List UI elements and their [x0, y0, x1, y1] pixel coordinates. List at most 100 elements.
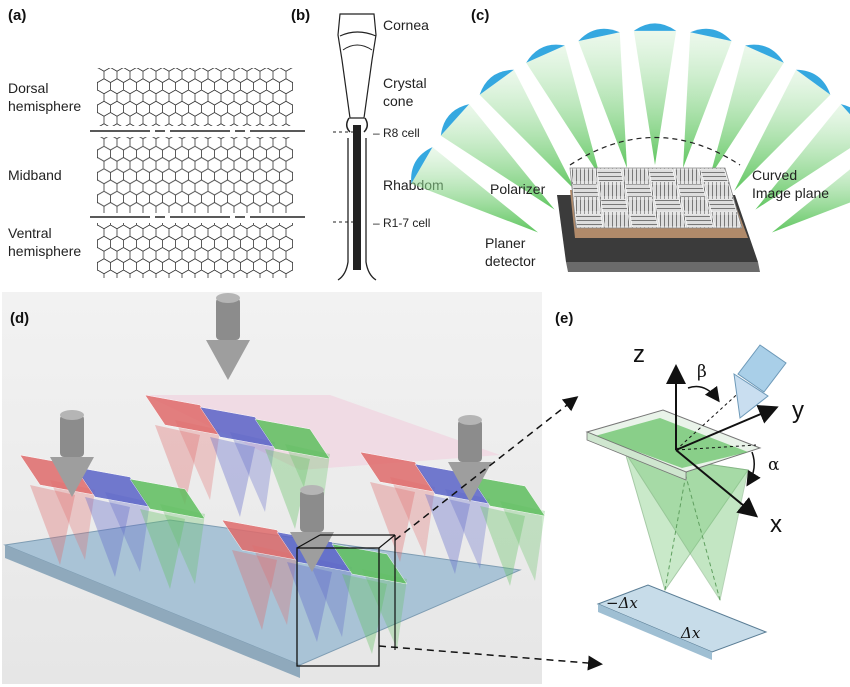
- alpha-arc: [746, 451, 761, 487]
- detector-edge: [566, 262, 760, 272]
- cornea-curve: [339, 31, 377, 37]
- beta-label: β: [697, 362, 707, 382]
- light-cone: [287, 562, 332, 642]
- pixel-square: [469, 475, 546, 517]
- light-cone: [734, 69, 831, 191]
- e-cone-dash1: [664, 451, 691, 591]
- hex-grid-midband: [97, 137, 293, 213]
- pixel-square: [129, 478, 206, 520]
- z-label: z: [633, 341, 645, 368]
- alpha-label: α: [768, 455, 780, 475]
- arrow-cap: [300, 485, 324, 495]
- light-cone: [362, 569, 407, 649]
- lens-cap: [796, 69, 831, 95]
- polarizer-cell: [573, 198, 602, 213]
- light-cone: [232, 550, 277, 630]
- polarizer-cell: [707, 198, 738, 213]
- light-cone: [307, 557, 352, 637]
- light-cone: [175, 420, 220, 500]
- light-cone: [526, 45, 601, 177]
- polarizer-cell: [699, 168, 729, 183]
- dorsal-label: Dorsal hemisphere: [8, 80, 81, 114]
- light-cone: [411, 147, 539, 233]
- zoom-arrow-bottom: [378, 645, 603, 671]
- r8-cell-body: [346, 117, 368, 133]
- ventral-line2: hemisphere: [8, 243, 81, 259]
- lens-cap: [578, 28, 620, 42]
- polarizer-cell: [570, 168, 598, 183]
- light-cone: [30, 485, 75, 565]
- arrow-cap: [60, 410, 84, 420]
- pixel-cluster: [221, 485, 408, 654]
- arrow-head: [206, 340, 250, 380]
- light-cone: [370, 482, 415, 562]
- pixel-square: [331, 543, 408, 585]
- light-cone: [210, 437, 255, 517]
- planer-line1: Planer: [485, 235, 526, 251]
- light-cone: [140, 509, 185, 589]
- incident-arrow: [206, 293, 250, 380]
- lens-cap: [411, 147, 433, 184]
- beta-arc: [687, 385, 720, 403]
- curved-plane-label: Curved Image plane: [752, 167, 829, 201]
- panel-b: (b) Cornea Crystal cone ‒ R8 cell Rhabdo…: [291, 7, 444, 281]
- lens-cap: [440, 104, 470, 136]
- incident-light-arrow: [733, 344, 787, 419]
- arrow-head: [50, 457, 94, 497]
- ommatidium-cone-outline: [337, 13, 377, 119]
- light-cone: [440, 104, 555, 210]
- polarizer-cell: [656, 213, 687, 228]
- incident-arrow: [50, 410, 94, 497]
- neg-dx-label: −Δx: [606, 594, 638, 612]
- panel-d-label: (d): [10, 310, 29, 327]
- polarizer-cell: [600, 198, 629, 213]
- light-cone: [709, 45, 784, 177]
- lens-cap: [690, 28, 732, 42]
- polarizer-cell: [711, 213, 742, 228]
- y-axis: [675, 405, 779, 451]
- polarizer-cell: [653, 198, 683, 213]
- ventral-line1: Ventral: [8, 225, 52, 241]
- lens-cap: [526, 44, 565, 63]
- light-cone: [755, 104, 850, 210]
- cornea-curve-2: [342, 44, 373, 51]
- light-cone: [683, 32, 732, 168]
- panel-e: (e) z y x β α −Δx Δx: [555, 310, 804, 660]
- light-cone-fan: [411, 23, 850, 233]
- arrow-cap: [216, 293, 240, 303]
- polarizer-cell: [703, 183, 733, 198]
- light-cone: [633, 30, 677, 165]
- light-cone: [445, 489, 490, 569]
- light-cone: [342, 574, 387, 654]
- polarizer-cell: [627, 198, 656, 213]
- polarizer-cell: [575, 213, 604, 228]
- polarizer-cell: [572, 183, 600, 198]
- panel-b-label: (b): [291, 7, 310, 24]
- light-cone: [85, 497, 130, 577]
- polarizer-cells: [570, 168, 742, 228]
- incident-arrow: [290, 485, 334, 572]
- arrow-shaft: [300, 490, 324, 532]
- hex-grid-ventral: [97, 223, 293, 278]
- light-cone: [50, 480, 95, 560]
- lens-cap: [840, 104, 850, 115]
- light-cone: [771, 169, 850, 233]
- light-cone: [480, 506, 525, 586]
- polarizer-cell: [598, 183, 626, 198]
- polarizer-cell: [673, 168, 703, 183]
- curved-image-plane: [569, 136, 741, 166]
- crystal-line1: Crystal: [383, 75, 427, 91]
- panel-c-label: (c): [471, 7, 489, 24]
- y-label: y: [792, 397, 804, 424]
- x-axis: [675, 449, 759, 518]
- polarizer-cell: [680, 198, 710, 213]
- planer-line2: detector: [485, 253, 536, 269]
- arrow-head: [290, 532, 334, 572]
- light-cone: [230, 432, 275, 512]
- polarizer-array: [569, 167, 743, 229]
- pixel-cluster: [144, 293, 331, 529]
- pixel-square: [254, 418, 331, 460]
- arrow-shaft: [216, 298, 240, 340]
- zoom-box-top-left: [296, 534, 321, 549]
- polarizer-cell: [677, 183, 707, 198]
